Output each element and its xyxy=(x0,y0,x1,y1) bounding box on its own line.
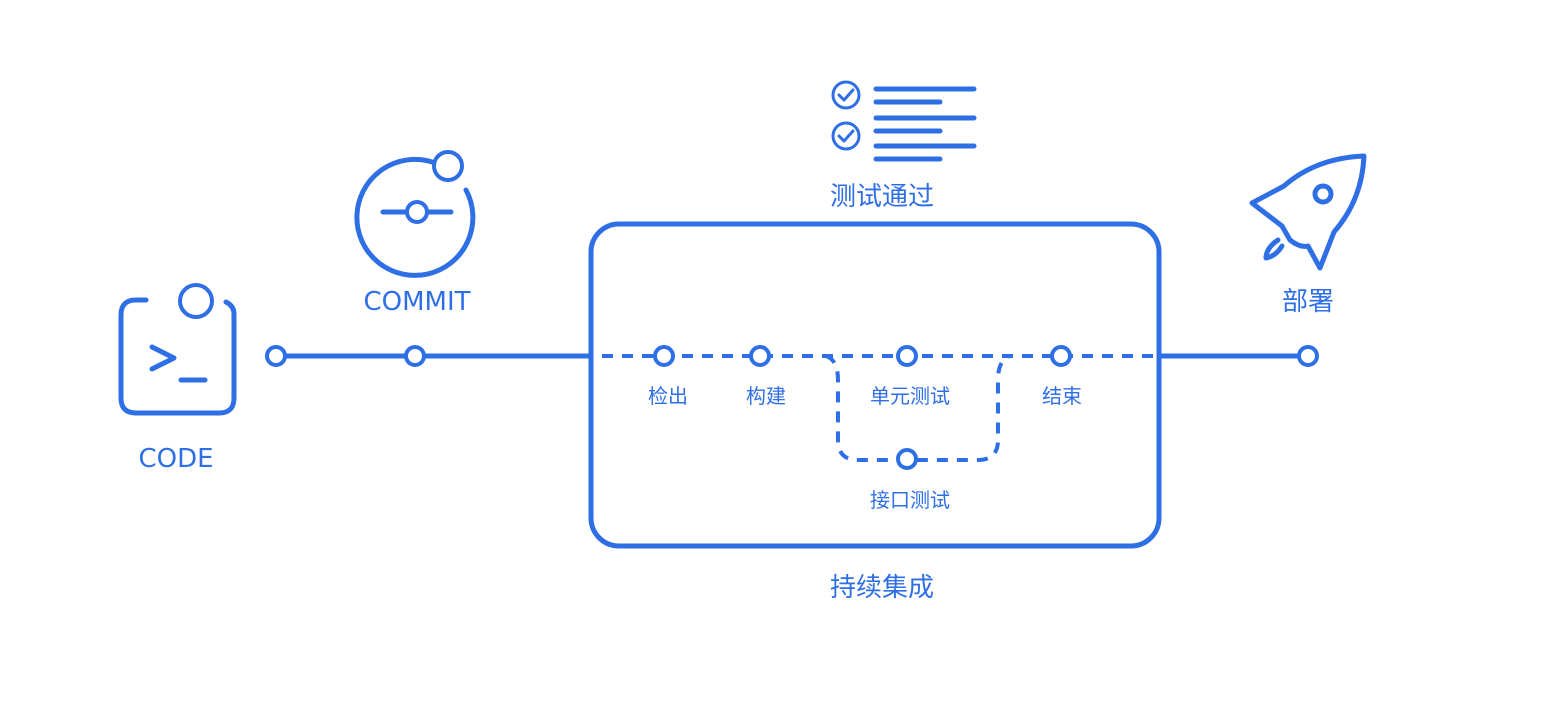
step-build-label: 构建 xyxy=(746,384,786,408)
checklist-icon xyxy=(831,80,977,162)
node-api-test xyxy=(896,448,918,470)
commit-icon xyxy=(354,150,476,278)
ci-box xyxy=(588,221,1162,549)
node-unit-test xyxy=(896,345,918,367)
step-unit-test-label: 单元测试 xyxy=(870,384,950,408)
api-test-branch xyxy=(825,354,1011,462)
step-end-label: 结束 xyxy=(1042,384,1082,408)
tests-passed-label: 测试通过 xyxy=(830,182,934,212)
node-deploy xyxy=(1297,345,1319,367)
code-label: CODE xyxy=(138,444,213,474)
step-checkout-label: 检出 xyxy=(648,384,688,408)
node-build xyxy=(749,345,771,367)
terminal-icon xyxy=(118,283,237,416)
node-code xyxy=(265,345,287,367)
ci-label: 持续集成 xyxy=(830,573,934,603)
step-api-test-label: 接口测试 xyxy=(870,488,950,512)
deploy-label: 部署 xyxy=(1282,287,1334,317)
commit-label: COMMIT xyxy=(363,287,470,317)
node-checkout xyxy=(653,345,675,367)
node-end xyxy=(1050,345,1072,367)
rocket-icon xyxy=(1249,153,1367,271)
node-commit xyxy=(404,345,426,367)
